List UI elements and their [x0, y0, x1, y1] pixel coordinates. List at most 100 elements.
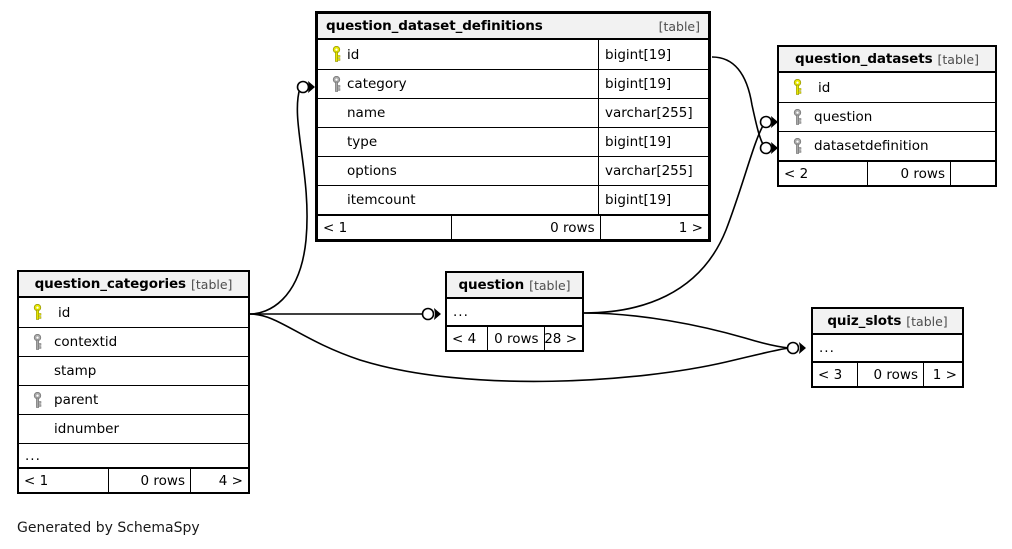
- column-type-label: bigint[19]: [605, 46, 672, 63]
- column-label: name: [347, 105, 386, 121]
- table-title: question_dataset_definitions: [326, 18, 543, 34]
- edge-categories-to-dataset-definitions: [249, 87, 308, 315]
- table-header: question [table]: [447, 273, 582, 299]
- table-title: quiz_slots: [827, 313, 902, 329]
- column-label: contextid: [54, 334, 118, 350]
- footer-row-count: 0 rows: [487, 327, 543, 350]
- table-row[interactable]: datasetdefinition: [779, 131, 995, 160]
- column-name-cell: stamp: [19, 357, 248, 385]
- table-row[interactable]: id bigint[19]: [318, 40, 708, 69]
- table-kind-label: [table]: [191, 276, 233, 292]
- table-row[interactable]: idnumber: [19, 414, 248, 443]
- primary-key-icon: [26, 304, 48, 321]
- column-name-cell: parent: [19, 386, 248, 414]
- column-name-cell: id: [779, 73, 995, 102]
- column-name-cell: datasetdefinition: [779, 132, 995, 160]
- table-row[interactable]: question: [779, 102, 995, 131]
- table-kind-label: [table]: [906, 313, 948, 329]
- table-footer: < 3 0 rows 1 >: [813, 361, 962, 386]
- table-row[interactable]: type bigint[19]: [318, 127, 708, 156]
- table-row[interactable]: itemcount bigint[19]: [318, 185, 708, 214]
- crowsfoot-marker: [308, 81, 315, 93]
- column-name-cell: idnumber: [19, 415, 248, 443]
- footer-parent-count[interactable]: < 2: [784, 165, 809, 182]
- footer-parent-count[interactable]: < 4: [452, 330, 477, 347]
- table-footer: < 4 0 rows 28 >: [447, 325, 582, 350]
- column-type-label: bigint[19]: [605, 192, 672, 208]
- column-type: bigint[19]: [598, 70, 708, 98]
- table-kind-label: [table]: [937, 51, 979, 67]
- table-header: question_categories [table]: [19, 272, 248, 298]
- table-header: quiz_slots [table]: [813, 309, 962, 335]
- edge-endpoint-circle: [759, 115, 773, 129]
- column-name-cell: type: [318, 128, 598, 156]
- footer-row-count: 0 rows: [108, 469, 190, 492]
- edge-question-to-quiz-slots: [583, 312, 790, 349]
- generated-by-note: Generated by SchemaSpy: [17, 520, 200, 536]
- footer-child-count[interactable]: 1 >: [923, 363, 962, 386]
- column-type-label: varchar[255]: [605, 105, 693, 121]
- table-row[interactable]: options varchar[255]: [318, 156, 708, 185]
- column-label: question: [814, 109, 873, 125]
- footer-child-count[interactable]: [950, 162, 995, 185]
- column-name-cell: question: [779, 103, 995, 131]
- column-type: bigint[19]: [598, 128, 708, 156]
- footer-parent-count[interactable]: < 1: [24, 472, 49, 489]
- table-columns: id bigint[19]: [318, 40, 708, 214]
- column-label: category: [347, 76, 407, 92]
- column-label: id: [347, 46, 360, 63]
- table-question-datasets[interactable]: question_datasets [table] id: [777, 45, 997, 187]
- table-footer: < 1 0 rows 4 >: [19, 467, 248, 492]
- footer-child-count[interactable]: 28 >: [543, 327, 582, 350]
- table-kind-label: [table]: [658, 18, 700, 34]
- table-row[interactable]: category bigint[19]: [318, 69, 708, 98]
- column-name-cell: id: [19, 298, 248, 327]
- column-type: varchar[255]: [598, 99, 708, 127]
- footer-child-count[interactable]: 1 >: [599, 216, 708, 239]
- column-type: bigint[19]: [598, 40, 708, 69]
- column-name-cell: name: [318, 99, 598, 127]
- column-type: bigint[19]: [598, 186, 708, 214]
- footer-parent-count[interactable]: < 1: [323, 219, 348, 236]
- table-header: question_dataset_definitions [table]: [318, 14, 708, 40]
- table-question-dataset-definitions[interactable]: question_dataset_definitions [table]: [315, 11, 711, 242]
- edge-endpoint-circle: [759, 141, 773, 155]
- table-question-categories[interactable]: question_categories [table] id: [17, 270, 250, 494]
- column-label: options: [347, 163, 397, 179]
- table-title: question_categories: [34, 276, 187, 292]
- foreign-key-icon: [786, 137, 808, 155]
- foreign-key-icon: [786, 108, 808, 126]
- table-row[interactable]: id: [779, 73, 995, 102]
- foreign-key-icon: [325, 75, 347, 93]
- column-label: parent: [54, 392, 99, 408]
- column-type-label: bigint[19]: [605, 76, 672, 92]
- foreign-key-icon: [26, 391, 48, 409]
- column-label: itemcount: [347, 192, 416, 208]
- table-row[interactable]: name varchar[255]: [318, 98, 708, 127]
- footer-row-count: 0 rows: [867, 162, 950, 185]
- column-label: datasetdefinition: [814, 138, 929, 154]
- table-quiz-slots[interactable]: quiz_slots [table] ... < 3 0 rows 1 >: [811, 307, 964, 388]
- footer-row-count: 0 rows: [450, 216, 600, 239]
- table-row[interactable]: contextid: [19, 327, 248, 356]
- footer-parent-count[interactable]: < 3: [818, 366, 843, 383]
- crowsfoot-marker: [799, 342, 806, 354]
- table-columns: id contextid: [19, 298, 248, 443]
- footer-child-count[interactable]: 4 >: [190, 469, 248, 492]
- more-columns-indicator: ...: [453, 304, 469, 320]
- column-label: id: [818, 79, 831, 96]
- column-label: idnumber: [54, 421, 120, 437]
- table-row[interactable]: parent: [19, 385, 248, 414]
- column-name-cell: contextid: [19, 328, 248, 356]
- edge-endpoint-circle: [786, 341, 800, 355]
- table-row[interactable]: id: [19, 298, 248, 327]
- column-type-label: varchar[255]: [605, 163, 693, 179]
- primary-key-icon: [786, 79, 808, 96]
- table-footer: < 1 0 rows 1 >: [318, 214, 708, 239]
- table-row[interactable]: stamp: [19, 356, 248, 385]
- column-label: id: [58, 304, 71, 321]
- edge-dataset-definitions-to-datasets: [711, 56, 765, 147]
- table-question[interactable]: question [table] ... < 4 0 rows 28 >: [445, 271, 584, 352]
- table-kind-label: [table]: [529, 277, 571, 293]
- edge-endpoint-circle: [296, 80, 310, 94]
